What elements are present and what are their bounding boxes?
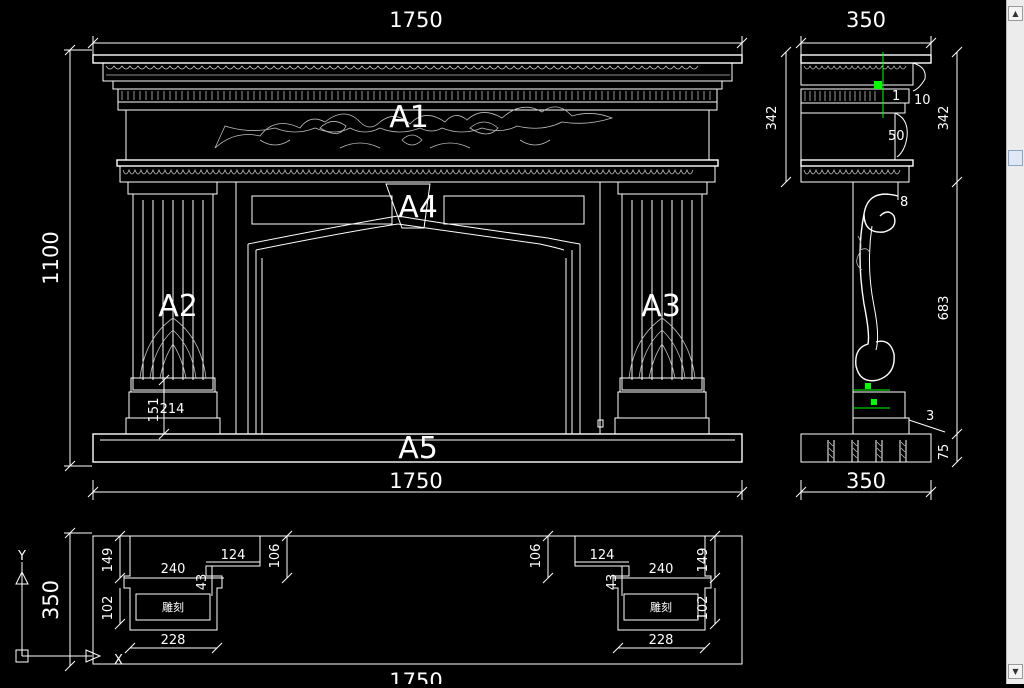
- plan-width-bottom-dim: 1750: [389, 669, 442, 684]
- label-a2: A2: [158, 289, 198, 324]
- side-elevation: 350 342: [765, 8, 963, 500]
- plan-left-240-dim: 240: [161, 562, 186, 577]
- grip-marker: [871, 399, 877, 405]
- plan-left-106-dim: 106: [268, 544, 283, 569]
- front-height-dim: 1100: [39, 231, 63, 284]
- label-a3: A3: [641, 289, 681, 324]
- ucs-icon: Y X: [15, 549, 123, 668]
- side-width-top-dim: 350: [846, 8, 886, 32]
- side-342-right-dim: 342: [937, 106, 952, 131]
- front-width-top-dim: 1750: [389, 8, 442, 32]
- scrollbar-thumb[interactable]: [1008, 150, 1023, 166]
- plan-right-106-dim: 106: [529, 544, 544, 569]
- side-75-dim: 75: [937, 444, 952, 461]
- plan-right-carve-label: 雕刻: [650, 600, 672, 614]
- label-a1: A1: [389, 100, 429, 135]
- cad-drawing: 1750 1100 A1 A2: [15, 8, 963, 688]
- front-elevation: 1750 1100 A1 A2: [39, 8, 748, 500]
- plan-left-102-dim: 102: [101, 596, 116, 621]
- vertical-scrollbar[interactable]: ▲ ▼: [1006, 0, 1024, 684]
- plan-left-124-dim: 124: [221, 548, 246, 563]
- front-width-bottom-dim: 1750: [389, 469, 442, 493]
- side-50-dim: 50: [888, 129, 905, 144]
- front-base-width-dim: 214: [160, 402, 185, 417]
- side-width-bottom-dim: 350: [846, 469, 886, 493]
- side-8-dim: 8: [900, 195, 908, 210]
- plan-right-124-dim: 124: [590, 548, 615, 563]
- plan-right-149-dim: 149: [696, 548, 711, 573]
- scroll-up-button[interactable]: ▲: [1008, 6, 1023, 21]
- label-a5: A5: [398, 431, 438, 466]
- plan-left-228-dim: 228: [161, 633, 186, 648]
- side-3-dim: 3: [926, 409, 934, 424]
- ucs-x-label: X: [114, 653, 123, 668]
- plan-right-102-dim: 102: [696, 596, 711, 621]
- plan-left-carve-label: 雕刻: [162, 600, 184, 614]
- plan-right-43-dim: 43: [605, 574, 620, 591]
- side-1-dim: 1: [892, 89, 900, 104]
- front-base-height-dim: 151: [147, 398, 162, 423]
- plan-right-240-dim: 240: [649, 562, 674, 577]
- side-342-left-dim: 342: [765, 106, 780, 131]
- plan-right-228-dim: 228: [649, 633, 674, 648]
- side-683-dim: 683: [937, 296, 952, 321]
- label-a4: A4: [398, 190, 438, 225]
- plan-left-149-dim: 149: [101, 548, 116, 573]
- plan-left-43-dim: 43: [195, 574, 210, 591]
- plan-view: 350 雕刻 149 102 240 43 124 106 228 雕刻 106: [39, 527, 743, 688]
- grip-marker: [874, 81, 882, 89]
- ucs-y-label: Y: [17, 549, 26, 564]
- side-10-dim: 10: [914, 93, 931, 108]
- scroll-down-button[interactable]: ▼: [1008, 664, 1023, 679]
- plan-depth-dim: 350: [39, 580, 63, 620]
- grip-marker: [865, 383, 871, 389]
